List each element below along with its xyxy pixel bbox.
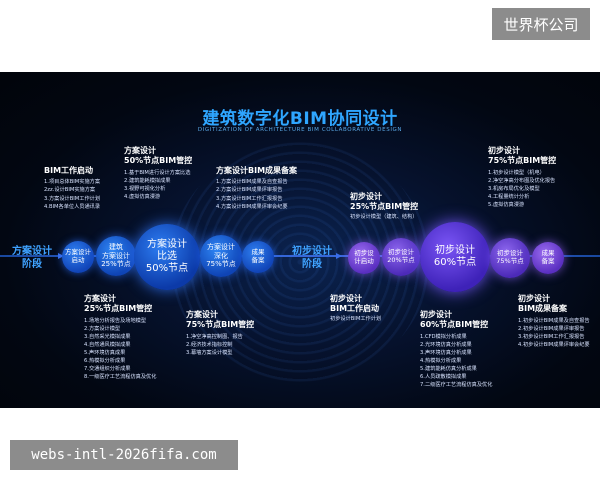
list-item: 1.基于BIM进行设计方案比选 <box>124 169 191 176</box>
list-item: 4.自然通风模拟成果 <box>84 341 131 348</box>
list-item: 2.净空净高分布图及优化报告 <box>488 177 556 184</box>
list-item: 3.声环境仿真分析成果 <box>420 349 472 356</box>
list-item: 3.方案设计BIM工作汇报报告 <box>216 195 283 202</box>
list-item: 1.场地分析报告及场地模型 <box>84 317 147 324</box>
list-item: 4.初步设计BIM成果评审会纪要 <box>518 341 590 348</box>
list-item: 4.BIM各单位人员通讯录 <box>44 203 101 210</box>
list-item: 2.方案设计BIM成果评审报告 <box>216 187 283 194</box>
list-item: 3.机房布局优化及模型 <box>488 185 540 192</box>
list-item: 5.虚拟仿真漫游 <box>488 202 525 209</box>
list-item: 6.人员疏散模拟成果 <box>420 374 467 381</box>
node-prelim-start: 初步设计启动 <box>348 242 380 274</box>
list-item: 3.方案设计BIM工作计划 <box>44 195 101 202</box>
list-item: 2.经济技术指标控制 <box>186 341 233 348</box>
watermark-badge: 世界杯公司 <box>492 8 590 40</box>
list-item: 1.方案设计BIM成果及自查报告 <box>216 179 288 186</box>
list-item: 1.净空净高控制图、报告 <box>186 333 243 340</box>
list-item: 1.项目总体BIM实施方案 <box>44 179 101 186</box>
process-flow-line <box>0 255 600 257</box>
list-item: 4.方案设计BIM成果评审会纪要 <box>216 203 288 210</box>
list-item: 7.交通组织分析成果 <box>84 366 131 373</box>
list-item: 2zz.设计BIM实施方案 <box>44 187 96 194</box>
flow-arrow-icon <box>336 253 342 259</box>
list-item: 4.虚拟仿真漫游 <box>124 193 161 200</box>
list-item: 1.初步设计模型（机电） <box>488 169 545 176</box>
diagram-title: 建筑数字化BIM协同设计 <box>202 109 398 129</box>
diagram-subtitle: DIGITIZATION OF ARCHITECTURE BIM COLLABO… <box>197 127 403 133</box>
list-item: 3.视野可视化分析 <box>124 185 166 192</box>
list-item: 2.光环境仿真分析成果 <box>420 341 472 348</box>
node-scheme-start: 方案设计启动 <box>62 241 94 273</box>
flow-arrow-icon <box>58 253 64 259</box>
diagram-panel: 建筑数字化BIM协同设计 DIGITIZATION OF ARCHITECTUR… <box>0 72 600 408</box>
footer-url: webs-intl-2026fifa.com <box>10 440 238 470</box>
phase-label-preliminary: 初步设计阶段 <box>292 246 332 270</box>
list-item: 2.建筑能耗模拟成果 <box>124 177 171 184</box>
list-item: 1.初步设计BIM成果及自查报告 <box>518 317 590 324</box>
list-item: 7.二级医疗工艺流程仿真及优化 <box>420 382 493 389</box>
list-item: 5.建筑能耗仿真分析成果 <box>420 366 477 373</box>
list-item: 5.声环境仿真成果 <box>84 350 126 357</box>
list-item: 3.初步设计BIM工作汇报报告 <box>518 333 585 340</box>
list-item: 3.幕墙方案设计模型 <box>186 349 233 356</box>
node-prelim-deliverables: 成果备案 <box>532 242 564 274</box>
list-item: 3.自然采光模拟成果 <box>84 333 131 340</box>
group-scheme-deliverables: 方案设计BIM成果备案 1.方案设计BIM成果及自查报告 2.方案设计BIM成果… <box>216 166 298 210</box>
node-scheme-deliverables: 成果备案 <box>242 241 274 273</box>
phase-label-scheme: 方案设计阶段 <box>12 246 52 270</box>
list-item: 6.热模拟分析成果 <box>84 358 126 365</box>
list-item: 1.CFD模拟分析成果 <box>420 333 467 340</box>
list-item: 4.工程量统计分析 <box>488 193 530 200</box>
list-item: 8.一级医疗工艺流程仿真及优化 <box>84 374 157 381</box>
list-item: 2.方案设计模型 <box>84 325 121 332</box>
list-item: 4.热模拟分析成果 <box>420 357 462 364</box>
group-bim-kickoff: BIM工作启动 1.项目总体BIM实施方案 2zz.设计BIM实施方案 3.方案… <box>44 166 101 210</box>
list-item: 2.初步设计BIM成果评审报告 <box>518 325 585 332</box>
